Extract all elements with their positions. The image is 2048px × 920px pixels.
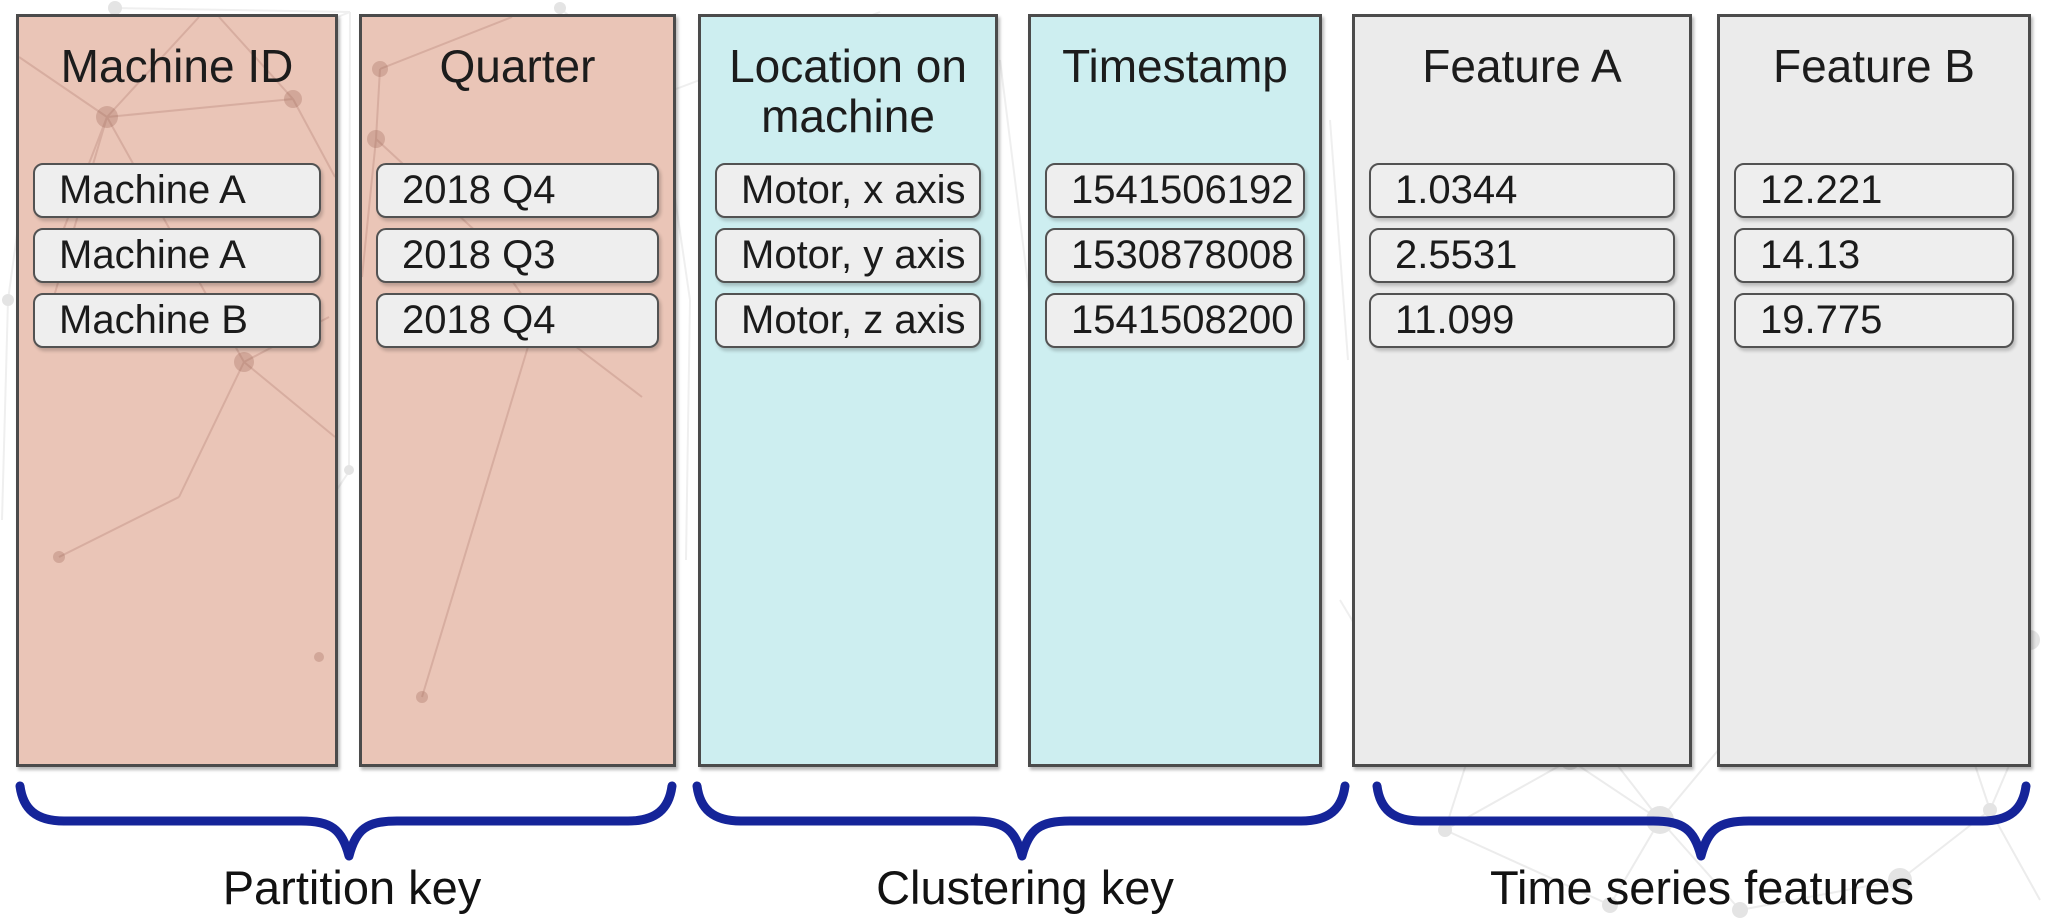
value-cell: Machine A <box>33 163 321 218</box>
value-cell: Motor, x axis <box>715 163 981 218</box>
value-cell: Machine A <box>33 228 321 283</box>
value-cell: 2018 Q3 <box>376 228 659 283</box>
value-cell: Motor, y axis <box>715 228 981 283</box>
column-machine-id: Machine ID Machine A Machine A Machine B <box>16 14 338 767</box>
value-cell: 1541508200 <box>1045 293 1305 348</box>
value-cell: 2018 Q4 <box>376 293 659 348</box>
value-cell: 2.5531 <box>1369 228 1675 283</box>
partition-key-group: Machine ID Machine A Machine A Machine B… <box>16 14 676 767</box>
column-header: Feature B <box>1773 40 1975 92</box>
column-header: Timestamp <box>1062 40 1288 92</box>
column-cells: 1.0344 2.5531 11.099 <box>1355 163 1689 358</box>
partition-key-label: Partition key <box>222 861 482 914</box>
column-cells: Motor, x axis Motor, y axis Motor, z axi… <box>701 163 995 358</box>
clustering-key-label: Clustering key <box>876 861 1174 914</box>
column-timestamp: Timestamp 1541506192 1530878008 15415082… <box>1028 14 1322 767</box>
value-cell: Motor, z axis <box>715 293 981 348</box>
column-quarter: Quarter 2018 Q4 2018 Q3 2018 Q4 <box>359 14 676 767</box>
value-cell: 1530878008 <box>1045 228 1305 283</box>
column-header: Feature A <box>1422 40 1622 92</box>
value-cell: 11.099 <box>1369 293 1675 348</box>
column-location-on-machine: Location on machine Motor, x axis Motor,… <box>698 14 998 767</box>
column-cells: 2018 Q4 2018 Q3 2018 Q4 <box>362 163 673 358</box>
time-series-features-group: Feature A 1.0344 2.5531 11.099 Feature B… <box>1352 14 2031 767</box>
clustering-key-brace <box>692 781 1350 861</box>
value-cell: Machine B <box>33 293 321 348</box>
column-header: Quarter <box>439 40 596 92</box>
column-feature-b: Feature B 12.221 14.13 19.775 <box>1717 14 2031 767</box>
value-cell: 19.775 <box>1734 293 2014 348</box>
column-cells: 12.221 14.13 19.775 <box>1720 163 2028 358</box>
value-cell: 2018 Q4 <box>376 163 659 218</box>
column-cells: Machine A Machine A Machine B <box>19 163 335 358</box>
clustering-key-group: Location on machine Motor, x axis Motor,… <box>698 14 1322 767</box>
time-series-features-label: Time series features <box>1489 861 1914 914</box>
value-cell: 1541506192 <box>1045 163 1305 218</box>
column-feature-a: Feature A 1.0344 2.5531 11.099 <box>1352 14 1692 767</box>
column-header: Location on machine <box>729 40 967 142</box>
column-header: Machine ID <box>60 40 294 92</box>
value-cell: 1.0344 <box>1369 163 1675 218</box>
time-series-features-brace <box>1372 781 2031 861</box>
value-cell: 14.13 <box>1734 228 2014 283</box>
partition-key-brace <box>15 781 677 861</box>
column-cells: 1541506192 1530878008 1541508200 <box>1031 163 1319 358</box>
value-cell: 12.221 <box>1734 163 2014 218</box>
